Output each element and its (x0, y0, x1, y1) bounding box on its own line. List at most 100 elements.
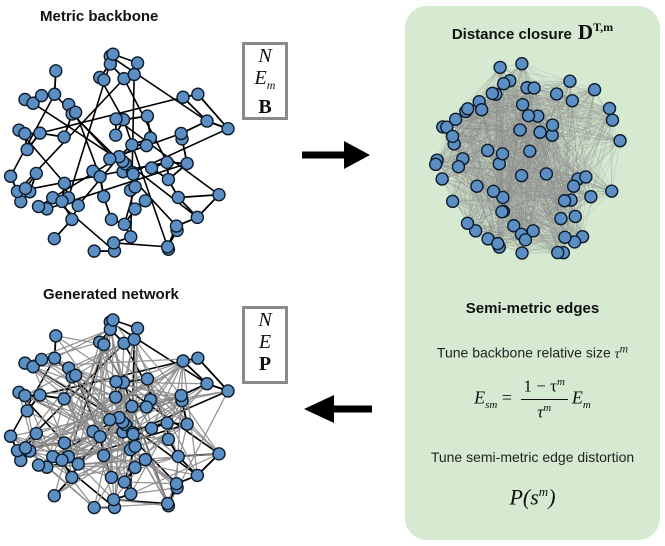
edge (24, 362, 111, 421)
edge (532, 100, 573, 231)
node (190, 210, 205, 225)
node (515, 57, 529, 71)
node (160, 240, 175, 254)
node (138, 452, 153, 467)
node (521, 108, 536, 123)
edge (467, 108, 621, 141)
edge (441, 109, 482, 180)
arrow-right-icon (302, 141, 370, 169)
edge (611, 140, 621, 192)
node (125, 138, 139, 152)
edge (26, 410, 136, 469)
node (171, 190, 185, 205)
node (34, 88, 49, 103)
edge (197, 93, 229, 130)
node (18, 126, 32, 141)
node (71, 198, 85, 213)
edge (467, 93, 493, 224)
node (47, 231, 61, 246)
edge (575, 108, 610, 217)
generated-network (3, 313, 235, 515)
edge (467, 109, 482, 224)
edge (131, 360, 184, 407)
param-p: P (258, 353, 272, 375)
node (87, 244, 101, 258)
node (65, 212, 79, 227)
semi-metric-formula: Esm = 1 − τm τm Em (474, 376, 591, 422)
edge (113, 242, 168, 248)
node (26, 96, 40, 110)
node (3, 429, 18, 443)
edge (452, 200, 565, 202)
param-b: B (258, 96, 272, 118)
edge (455, 119, 489, 239)
node (57, 436, 72, 450)
nodes (3, 313, 235, 515)
node (545, 118, 560, 132)
node (33, 126, 47, 140)
edge (582, 176, 587, 237)
node (57, 176, 72, 190)
edge (534, 87, 595, 90)
edge (124, 481, 177, 485)
edge (501, 211, 562, 219)
edge (611, 120, 613, 192)
generated-parameters-box: N E P (242, 306, 288, 384)
node (126, 167, 140, 181)
node (539, 167, 554, 181)
edge (503, 83, 565, 201)
edge (452, 151, 530, 202)
edge (24, 395, 131, 451)
edge (532, 93, 557, 231)
node (49, 64, 63, 78)
node (18, 388, 32, 403)
node (486, 184, 501, 199)
node (31, 458, 46, 472)
edge (455, 119, 522, 235)
edge (111, 455, 179, 478)
edge (475, 191, 494, 231)
node (180, 156, 194, 171)
node (144, 421, 159, 436)
node (495, 205, 509, 219)
edge (150, 360, 184, 429)
node (566, 179, 581, 193)
node (212, 447, 226, 461)
node (568, 209, 583, 224)
edge (33, 357, 198, 368)
edge (467, 101, 480, 224)
edge (521, 89, 595, 235)
edge (552, 135, 612, 192)
edge (479, 101, 565, 201)
node (200, 377, 214, 391)
edge (9, 93, 56, 177)
node (140, 109, 155, 123)
edge (442, 178, 523, 254)
node (109, 112, 123, 126)
node (31, 199, 46, 214)
param-n: N (258, 45, 272, 67)
node (97, 448, 111, 463)
arrow-left-icon (304, 395, 372, 423)
param-n-generated: N (258, 309, 272, 331)
nodes (3, 47, 235, 258)
edge (53, 449, 131, 497)
tune-distortion-text: Tune semi-metric edge distortion (430, 449, 635, 465)
edge (99, 341, 220, 455)
node (495, 147, 510, 161)
edge (452, 136, 530, 152)
edge (75, 375, 125, 483)
node (169, 476, 184, 491)
node (176, 90, 190, 104)
node (68, 368, 83, 383)
node (191, 351, 205, 365)
edge (525, 93, 557, 240)
edge (521, 108, 610, 235)
node (106, 236, 121, 250)
node (3, 169, 18, 183)
edge (454, 143, 565, 201)
node (125, 399, 139, 414)
edge (495, 94, 530, 152)
node (485, 86, 500, 101)
